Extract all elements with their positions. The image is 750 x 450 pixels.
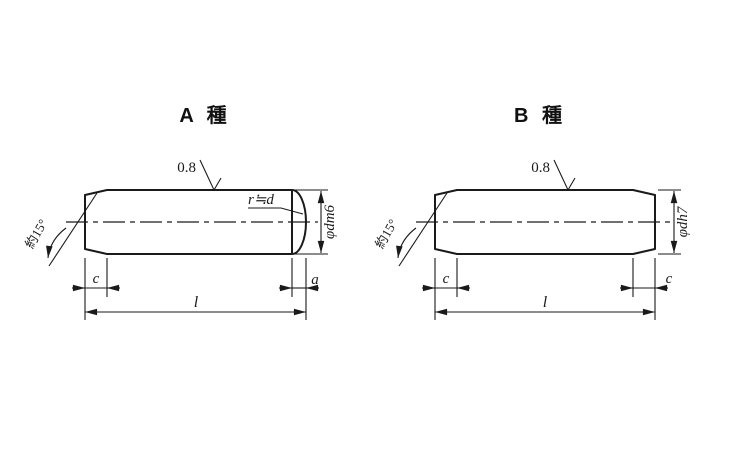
pin-b-roughness-callout: 0.8 — [531, 159, 576, 192]
pin-a-roughness-callout: 0.8 — [177, 159, 222, 192]
pin-a-title: A 種 — [179, 104, 230, 127]
diameter-extension-lines — [658, 189, 681, 255]
pin-b-roughness-value: 0.8 — [531, 160, 550, 176]
pin-a-dim-l: l — [194, 294, 199, 311]
pin-b-dim-c-left: c — [443, 271, 450, 287]
pin-a-dim-c: c — [93, 271, 100, 287]
pin-a-length-dims: c a l — [72, 258, 319, 320]
pin-b-diameter-label: φdh7 — [675, 205, 691, 237]
pin-b-title: B 種 — [514, 104, 566, 127]
length-extension-lines — [84, 258, 307, 320]
pin-b-view: B 種 0.8 φdh7 約15° c — [372, 104, 691, 320]
pin-a-radius-callout: r≒d — [248, 192, 304, 215]
pin-a-dim-a: a — [311, 272, 319, 288]
pin-b-dim-l: l — [543, 294, 548, 311]
pin-a-view: A 種 0.8 r≒d φdm6 約15° — [22, 104, 338, 320]
pin-b-dim-c-right: c — [666, 271, 673, 287]
length-extension-lines — [434, 258, 656, 320]
pin-b-length-dims: c c l — [422, 258, 673, 320]
pin-b-outline — [434, 189, 656, 255]
angle-arc — [46, 227, 67, 259]
diameter-extension-lines — [295, 189, 328, 255]
angle-leader-line — [48, 192, 98, 267]
roughness-check-icon — [553, 159, 576, 192]
radius-leader-line — [248, 207, 304, 215]
pin-a-diameter-label: φdm6 — [322, 204, 338, 239]
angle-leader-line — [398, 192, 448, 267]
pin-b-diameter-dim: φdh7 — [658, 189, 691, 255]
pin-b-angle-label: 約15° — [372, 216, 401, 251]
pin-a-diameter-dim: φdm6 — [295, 189, 338, 255]
pin-a-angle-label: 約15° — [22, 216, 51, 251]
roughness-check-icon — [199, 159, 222, 192]
pin-a-roughness-value: 0.8 — [177, 160, 196, 176]
pin-a-outline — [84, 189, 307, 255]
pin-a-radius-label: r≒d — [248, 192, 274, 208]
angle-arc — [396, 227, 417, 259]
